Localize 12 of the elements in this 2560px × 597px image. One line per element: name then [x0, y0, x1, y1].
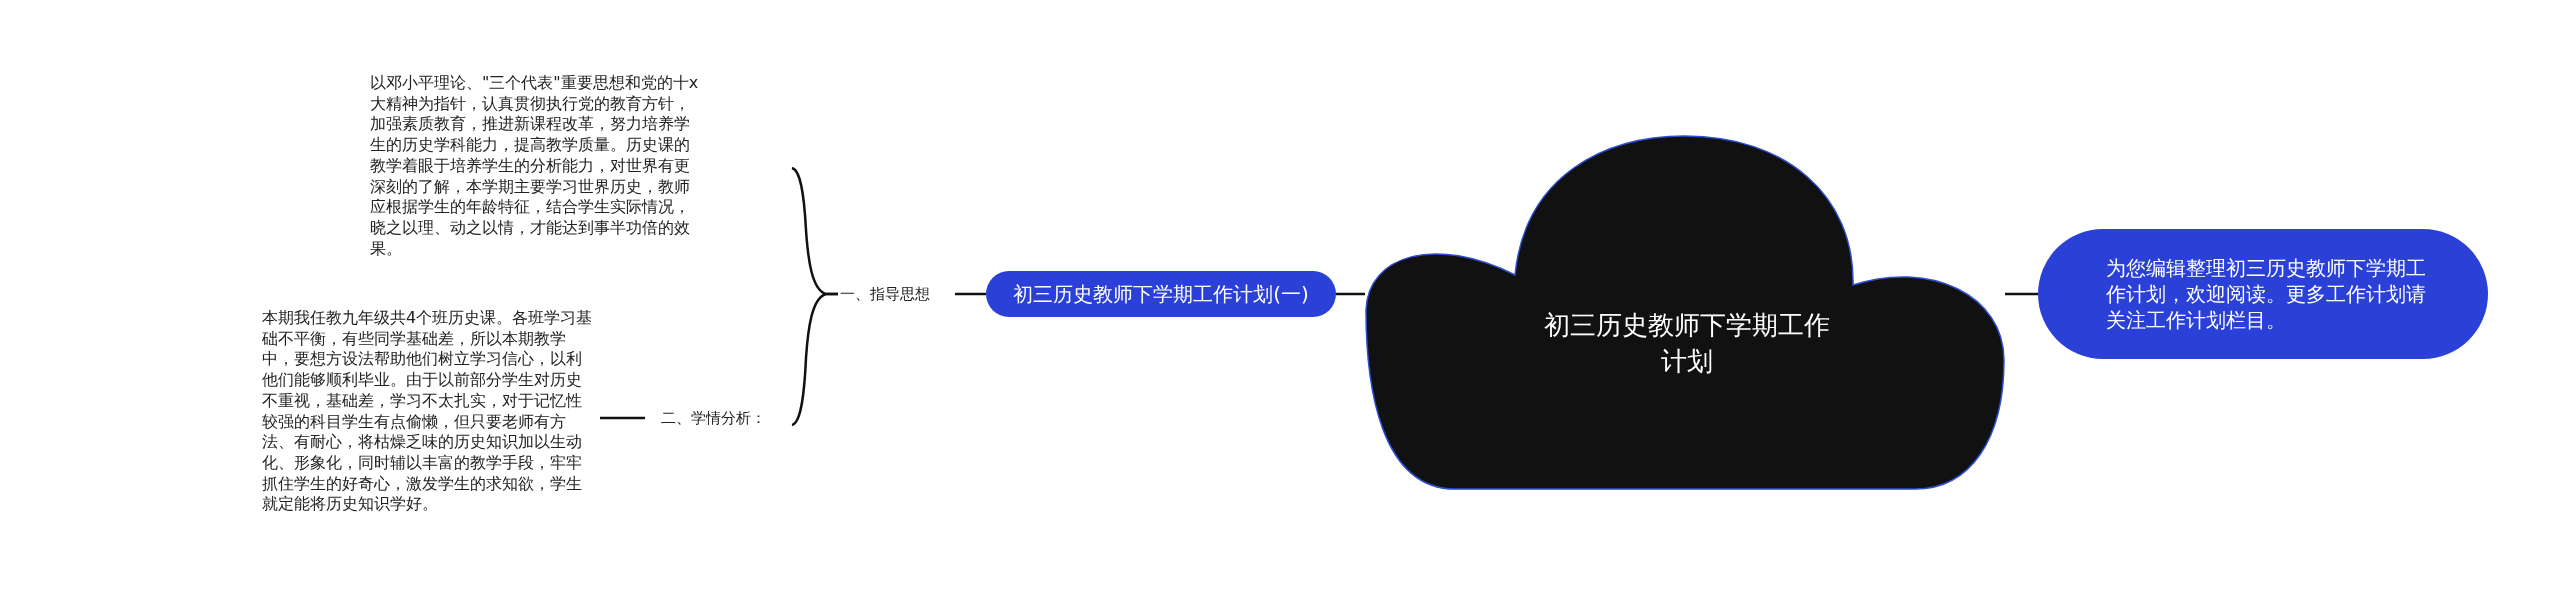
paragraph-text: 本期我任教九年级共4个班历史课。各班学习基础不平衡，有些同学基础差，所以本期教学中，要想方设法帮助他们树立学习信心，以利他们能够顺利毕业。由于以前部分学生对历史不重视，基础差，学习不太扎实，对于记忆性较强的科目学生有点偷懒，但只要老师有方法、有耐心，将枯燥乏味的历史知识加以生动化、形象化，同时辅以丰富的教学手段，牢牢抓住学生的好奇心，激发学生的求知欲，学生就定能将历史知识学好。	[262, 308, 594, 516]
paragraph-text: 以邓小平理论、"三个代表"重要思想和党的十x大精神为指针，认真贯彻执行党的教育方针，加强素质教育，推进新课程改革，努力培养学生的历史学科能力，提高教学质量。历史课的教学着眼于培养学生的分析能力，对世界有更深刻的了解，本学期主要学习世界历史，教师应根据学生的年龄特征，结合学生实际情况，晓之以理、动之以情，才能达到事半功倍的效果。	[370, 73, 700, 260]
topic-pill: 为您编辑整理初三历史教师下学期工作计划，欢迎阅读。更多工作计划请关注工作计划栏目。	[2038, 229, 2488, 359]
connector-line	[1336, 292, 1365, 296]
branch-label: 一、指导思想	[839, 284, 931, 304]
branch-label: 二、学情分析：	[660, 408, 767, 428]
cloud-title: 初三历史教师下学期工作计划	[1543, 309, 1831, 378]
connector-line	[955, 292, 986, 296]
connector-line	[600, 416, 645, 420]
topic-pill: 初三历史教师下学期工作计划(一)	[986, 271, 1336, 317]
connector-line	[2005, 292, 2038, 296]
brace-line	[791, 292, 838, 427]
